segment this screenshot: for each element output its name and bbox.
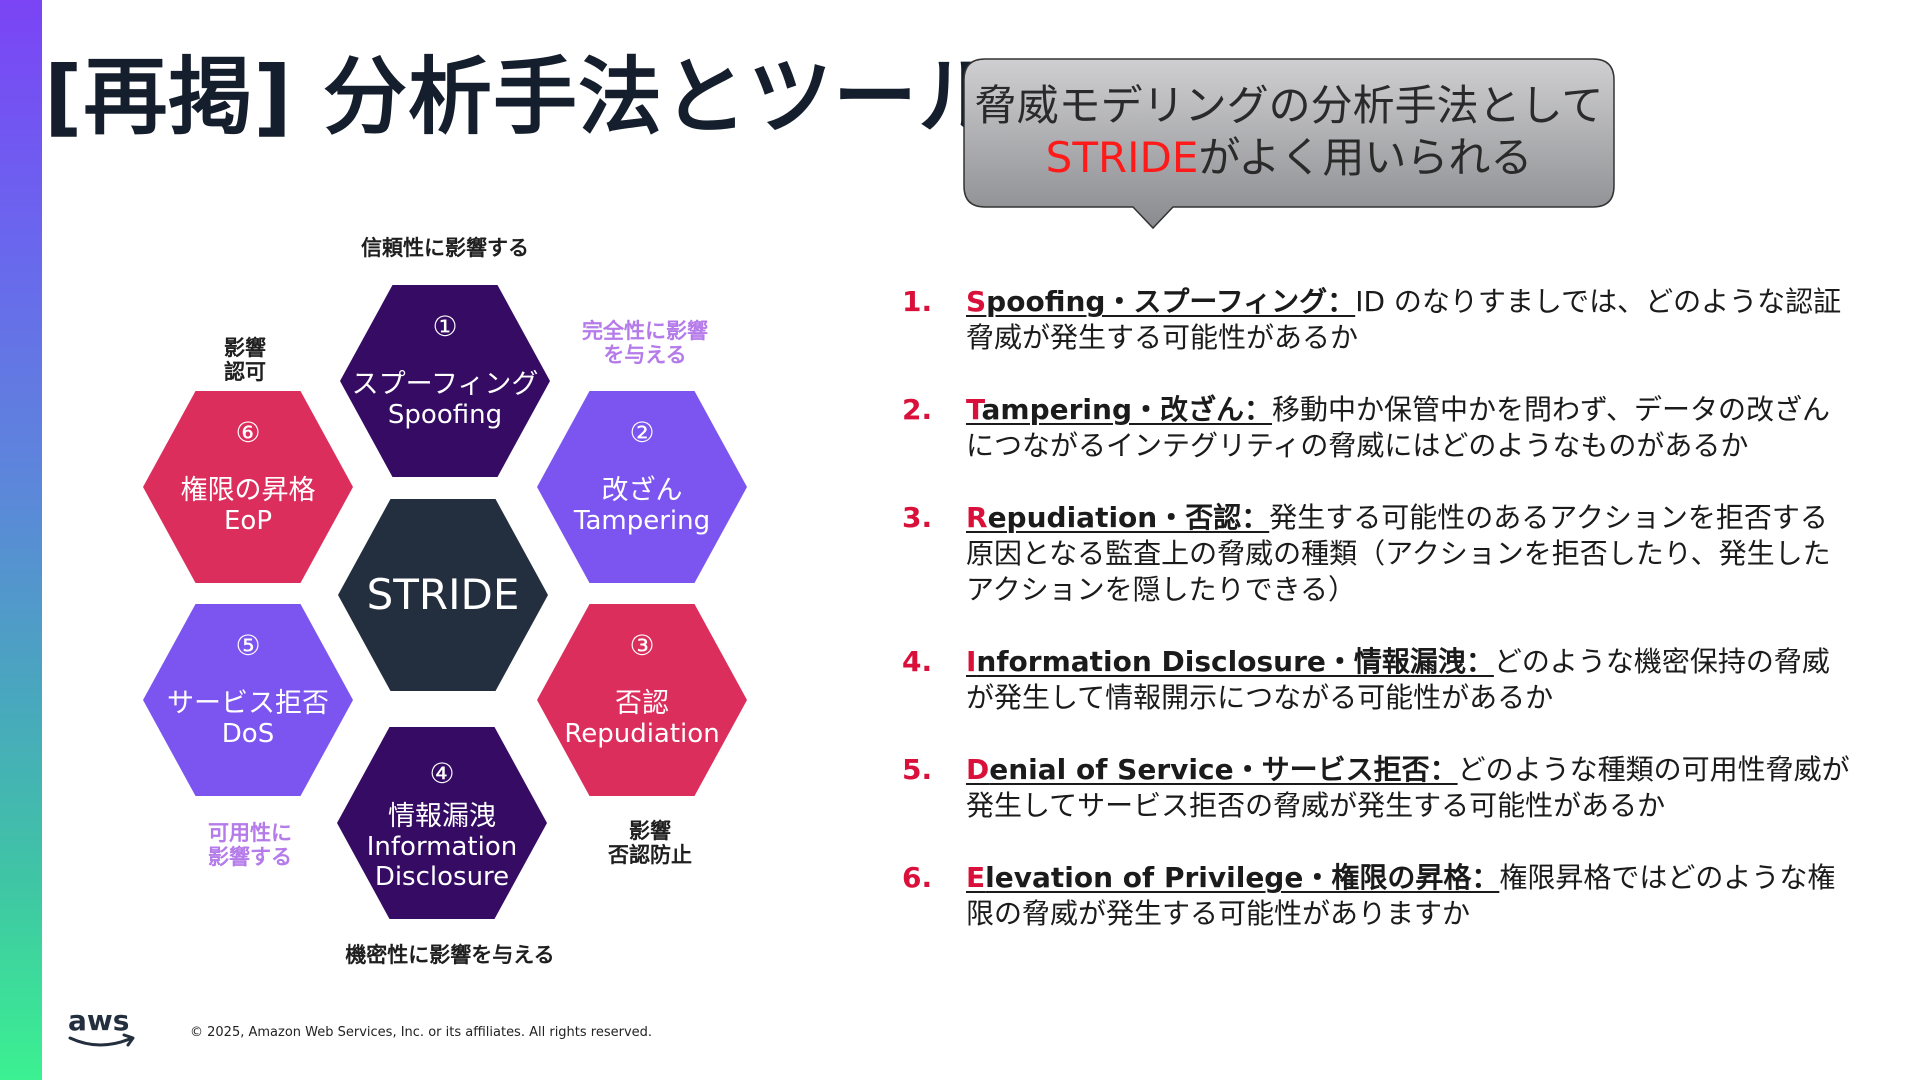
label-top-left-1: 影響 xyxy=(224,336,266,360)
copyright-notice: © 2025, Amazon Web Services, Inc. or its… xyxy=(190,1025,653,1040)
callout-line-2-rest: がよく用いられる xyxy=(1198,133,1533,182)
hexagon-center-label: STRIDE xyxy=(367,570,520,619)
hexagon-4-label-en: Information xyxy=(367,832,518,862)
hexagon-3-label-en: Repudiation xyxy=(564,719,719,749)
label-top-right-1: 完全性に影響 xyxy=(582,319,708,343)
stride-list: 1. Spoofing・スプーフィング：ID のなりすましでは、どのような認証脅威… xyxy=(900,284,1850,968)
hexagon-4-label-ja: 情報漏洩 xyxy=(388,801,496,832)
callout-shape xyxy=(963,58,1615,230)
stride-item-initial: E xyxy=(966,861,986,894)
stride-item-term-rest: ampering・改ざん： xyxy=(981,393,1273,426)
stride-item-number: 3. xyxy=(902,501,933,534)
stride-item-term: Repudiation・否認： xyxy=(966,501,1269,534)
label-top: 信頼性に影響する xyxy=(361,236,529,260)
hexagon-3-number: ③ xyxy=(629,629,654,662)
hexagon-6 xyxy=(143,391,353,583)
stride-item-6: 6. Elevation of Privilege・権限の昇格：権限昇格ではどのよ… xyxy=(900,860,1850,932)
stride-item-term-rest: nformation Disclosure・情報漏洩： xyxy=(976,645,1494,678)
label-top-left: 影響 認可 xyxy=(205,336,285,384)
label-bottom-right-1: 影響 xyxy=(629,819,671,843)
stride-item-body: Tampering・改ざん：移動中か保管中かを問わず、データの改ざんにつながるイ… xyxy=(966,392,1850,464)
stride-item-term-rest: levation of Privilege・権限の昇格： xyxy=(985,861,1500,894)
stride-item-body: Elevation of Privilege・権限の昇格：権限昇格ではどのような… xyxy=(966,860,1850,932)
stride-item-number: 5. xyxy=(902,753,933,786)
label-bottom-left-1: 可用性に xyxy=(208,821,292,845)
callout-accent: STRIDE xyxy=(1045,133,1199,182)
page-title: [再掲] 分析手法とツール xyxy=(44,48,1004,146)
hexagon-center xyxy=(338,499,548,691)
label-top-right-2: を与える xyxy=(603,343,687,367)
hexagon-1-label-en: Spoofing xyxy=(388,400,502,430)
stride-item-term: Elevation of Privilege・権限の昇格： xyxy=(966,861,1499,894)
stride-item-description: 発生する可能性のあるアクションを拒否する原因となる監査上の脅威の種類（アクション… xyxy=(966,501,1831,606)
hexagon-2-label-ja: 改ざん xyxy=(602,475,683,506)
stride-item-term: Spoofing・スプーフィング： xyxy=(966,285,1355,318)
stride-item-description: 権限昇格ではどのような権限の脅威が発生する可能性がありますか xyxy=(966,861,1836,930)
callout-box: 脅威モデリングの分析手法として STRIDEがよく用いられる xyxy=(963,58,1615,230)
label-top-right: 完全性に影響 を与える xyxy=(560,319,730,367)
stride-item-term-rest: poofing・スプーフィング： xyxy=(986,285,1356,318)
hexagon-4-number: ④ xyxy=(429,757,454,790)
label-bottom: 機密性に影響を与える xyxy=(345,943,555,967)
stride-item-description: ID のなりすましでは、どのような認証脅威が発生する可能性があるか xyxy=(966,285,1842,354)
stride-item-initial: R xyxy=(966,501,988,534)
stride-item-5: 5. Denial of Service・サービス拒否：どのような種類の可用性脅威… xyxy=(900,752,1850,824)
stride-item-number: 4. xyxy=(902,645,933,678)
hexagon-1 xyxy=(340,285,550,477)
label-bottom-right-2: 否認防止 xyxy=(608,843,692,867)
hexagon-5-number: ⑤ xyxy=(235,629,260,662)
stride-item-number: 1. xyxy=(902,285,933,318)
stride-item-4: 4. Information Disclosure・情報漏洩：どのような機密保持の… xyxy=(900,644,1850,716)
stride-item-term: Tampering・改ざん： xyxy=(966,393,1272,426)
callout-line-1: 脅威モデリングの分析手法として xyxy=(974,81,1604,130)
stride-item-description: 移動中か保管中かを問わず、データの改ざんにつながるインテグリティの脅威にはどのよ… xyxy=(966,393,1831,462)
stride-item-2: 2. Tampering・改ざん：移動中か保管中かを問わず、データの改ざんにつなが… xyxy=(900,392,1850,464)
hexagon-6-label-en: EoP xyxy=(224,506,272,536)
stride-item-initial: S xyxy=(966,285,987,318)
stride-item-1: 1. Spoofing・スプーフィング：ID のなりすましでは、どのような認証脅威… xyxy=(900,284,1850,356)
hexagon-5-label-ja: サービス拒否 xyxy=(167,688,329,719)
stride-item-initial: I xyxy=(966,645,977,678)
stride-item-term: Denial of Service・サービス拒否： xyxy=(966,753,1458,786)
hexagon-6-number: ⑥ xyxy=(235,416,260,449)
stride-item-3: 3. Repudiation・否認：発生する可能性のあるアクションを拒否する原因と… xyxy=(900,500,1850,608)
stride-item-description: どのような機密保持の脅威が発生して情報開示につながる可能性があるか xyxy=(966,645,1830,714)
stride-item-body: Denial of Service・サービス拒否：どのような種類の可用性脅威が発… xyxy=(966,752,1850,824)
gradient-side-bar xyxy=(0,0,42,1080)
stride-item-body: Spoofing・スプーフィング：ID のなりすましでは、どのような認証脅威が発… xyxy=(966,284,1850,356)
hexagon-1-number: ① xyxy=(432,310,457,343)
hexagon-1-label-ja: スプーフィング xyxy=(352,369,539,400)
stride-item-description: どのような種類の可用性脅威が発生してサービス拒否の脅威が発生する可能性があるか xyxy=(966,753,1850,822)
label-bottom-left: 可用性に 影響する xyxy=(190,821,310,869)
hexagon-2-number: ② xyxy=(629,416,654,449)
aws-logo: aws xyxy=(68,1004,135,1047)
stride-item-body: Information Disclosure・情報漏洩：どのような機密保持の脅威… xyxy=(966,644,1850,716)
hexagon-2 xyxy=(537,391,747,583)
stride-item-initial: D xyxy=(966,753,990,786)
hexagon-5-label-en: DoS xyxy=(222,719,274,749)
label-bottom-right: 影響 否認防止 xyxy=(590,819,710,867)
label-bottom-left-2: 影響する xyxy=(208,845,292,869)
stride-item-number: 6. xyxy=(902,861,933,894)
stride-item-number: 2. xyxy=(902,393,933,426)
stride-item-initial: T xyxy=(966,393,982,426)
stride-item-term-rest: epudiation・否認： xyxy=(987,501,1270,534)
hexagon-3 xyxy=(537,604,747,796)
stride-item-body: Repudiation・否認：発生する可能性のあるアクションを拒否する原因となる… xyxy=(966,500,1850,608)
hexagon-2-label-en: Tampering xyxy=(573,506,710,536)
stride-item-term-rest: enial of Service・サービス拒否： xyxy=(989,753,1458,786)
aws-logo-text: aws xyxy=(68,1004,129,1037)
hexagon-4-label-en2: Disclosure xyxy=(375,862,509,892)
label-top-left-2: 認可 xyxy=(224,360,266,384)
callout-line-2: STRIDEがよく用いられる xyxy=(963,132,1615,184)
hexagon-3-label-ja: 否認 xyxy=(615,688,669,719)
stride-item-term: Information Disclosure・情報漏洩： xyxy=(966,645,1494,678)
hexagon-4 xyxy=(337,727,547,919)
callout-text: 脅威モデリングの分析手法として STRIDEがよく用いられる xyxy=(963,80,1615,184)
hexagon-6-label-ja: 権限の昇格 xyxy=(181,475,316,506)
hexagon-5 xyxy=(143,604,353,796)
